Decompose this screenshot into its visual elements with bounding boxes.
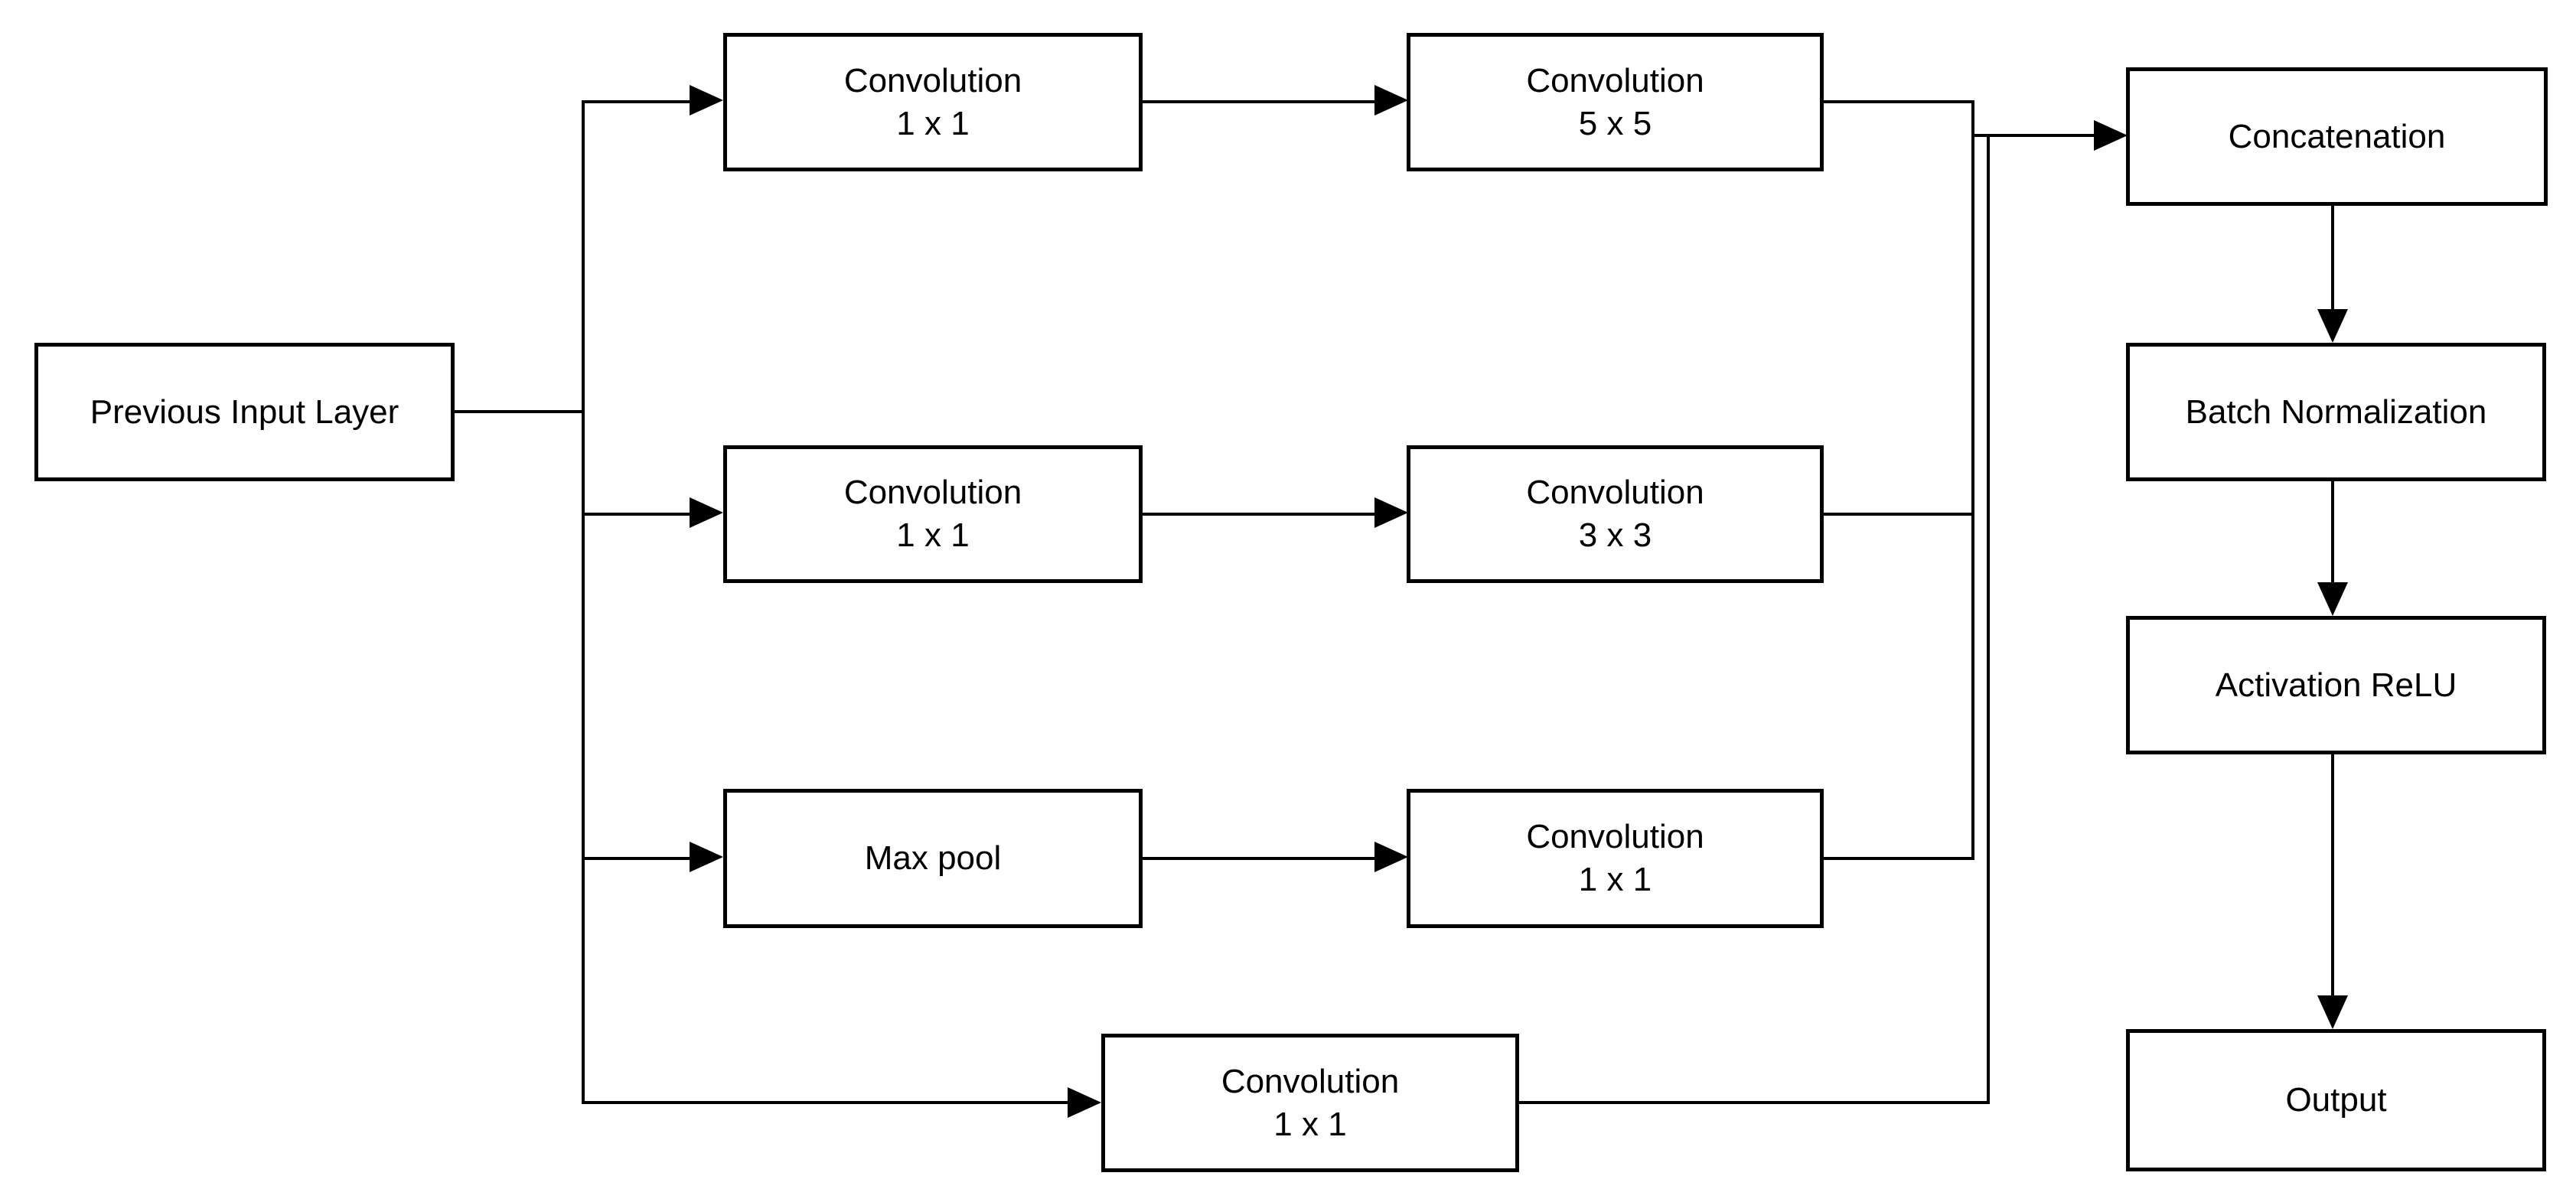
node-label-line1: Convolution [1526,474,1704,511]
arrowhead-conv5x5-icon [1374,85,1408,116]
edge-branch3-in [583,857,691,860]
node-label-line1: Convolution [843,474,1022,511]
node-previous-input-layer: Previous Input Layer [34,343,455,481]
node-convolution-1x1-branch-3: Convolution 1 x 1 [1407,789,1824,928]
arrowhead-output-icon [2317,995,2348,1029]
node-label-line2: 1 x 1 [1578,861,1652,898]
node-label: Previous Input Layer [90,393,399,431]
node-convolution-1x1-branch-2: Convolution 1 x 1 [723,445,1143,583]
edge-batchnorm-to-relu [2331,480,2334,584]
edge-relu-to-output [2331,754,2334,997]
edge-conv1x1-to-conv3x3 [1143,513,1374,516]
edge-conv3x3-out [1824,513,1974,516]
edge-concat-in [1971,134,2094,137]
node-convolution-1x1-branch-1: Convolution 1 x 1 [723,33,1143,171]
arrowhead-branch3-icon [690,842,723,872]
node-label: Batch Normalization [2185,393,2487,431]
node-concatenation: Concatenation [2126,67,2548,206]
arrowhead-concatenation-icon [2094,120,2128,151]
node-convolution-3x3: Convolution 3 x 3 [1407,445,1824,583]
node-label: Activation ReLU [2215,666,2457,704]
edge-branch3-out [1824,857,1974,860]
edge-branch2-in [583,513,691,516]
node-label-line2: 5 x 5 [1578,104,1652,142]
node-label-line2: 3 x 3 [1578,516,1652,554]
node-batch-normalization: Batch Normalization [2126,343,2546,481]
edge-maxpool-to-conv1x1 [1143,857,1374,860]
arrowhead-conv3x3-icon [1374,497,1408,528]
node-label: Concatenation [2228,117,2446,155]
arrowhead-branch1-icon [690,85,723,116]
edge-branch4-out [1519,1101,1990,1104]
node-label-line1: Convolution [1526,818,1704,855]
arrowhead-activation-relu-icon [2317,582,2348,616]
node-label-line2: 1 x 1 [896,516,970,554]
node-activation-relu: Activation ReLU [2126,616,2546,754]
node-label-line1: Convolution [843,61,1022,99]
arrowhead-branch2-icon [690,497,723,528]
node-convolution-5x5: Convolution 5 x 5 [1407,33,1824,171]
node-output: Output [2126,1029,2546,1171]
arrowhead-conv1x1-branch3-icon [1374,842,1408,872]
arrowhead-branch4-icon [1068,1087,1101,1118]
edge-right-collector [1987,134,1990,1104]
edge-input-feed [455,410,585,413]
node-convolution-1x1-branch-4: Convolution 1 x 1 [1101,1034,1519,1172]
node-label-line2: 1 x 1 [1273,1105,1347,1143]
edge-concat-to-batchnorm [2331,205,2334,311]
edge-left-collector [1971,100,1974,860]
node-label: Output [2285,1081,2387,1119]
node-label-line2: 1 x 1 [896,104,970,142]
edge-conv5x5-out [1824,100,1974,103]
node-label-line1: Convolution [1221,1062,1400,1100]
edge-branch-vertical [582,100,585,1104]
edge-branch4-in [583,1101,1069,1104]
edge-branch1-in [583,100,691,103]
node-label-line1: Convolution [1526,61,1704,99]
node-max-pool: Max pool [723,789,1143,928]
edge-conv1x1-to-conv5x5 [1143,100,1374,103]
arrowhead-batch-normalization-icon [2317,309,2348,343]
node-label: Max pool [864,839,1002,877]
